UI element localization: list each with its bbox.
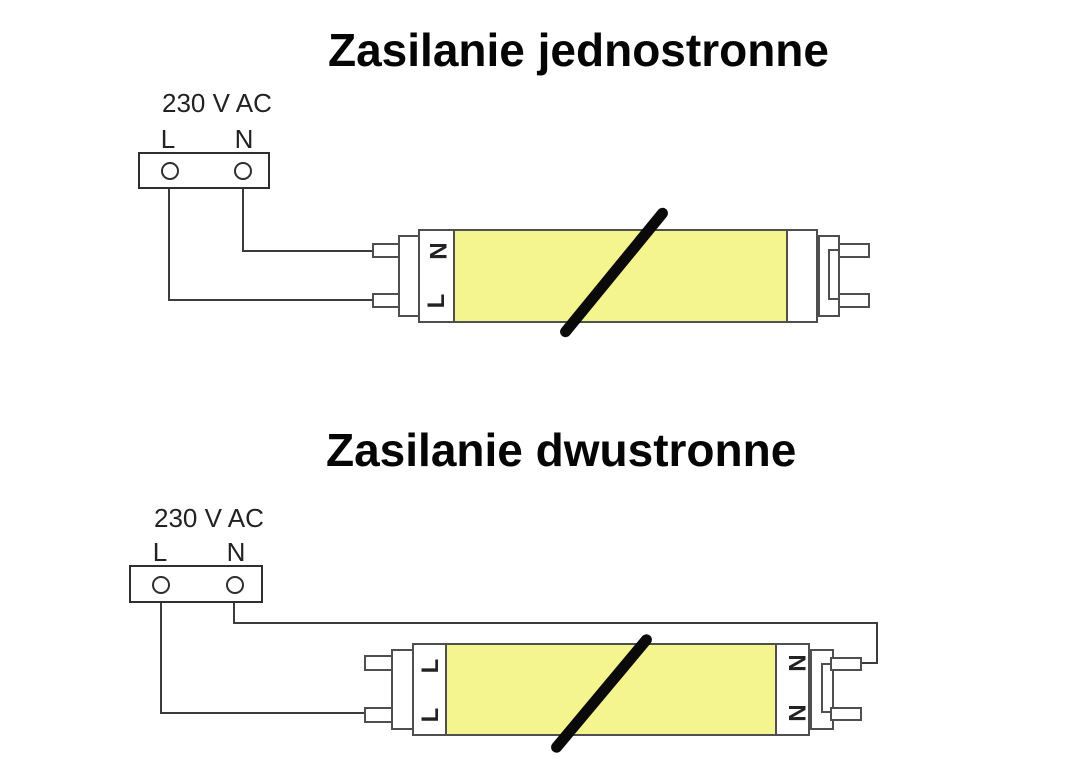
- diagram2-voltage-label: 230 V AC: [154, 503, 264, 533]
- diagram1-tube-right-pin-bottom: [838, 293, 870, 308]
- diagram2-left-cap-label-bottom: L: [417, 707, 444, 723]
- diagram1-terminal-n-contact: [234, 162, 252, 180]
- diagram1-tube-glass: [453, 231, 788, 321]
- diagram1-tube-left-pin-bottom: [372, 293, 400, 308]
- diagram1-wire-n-horizontal: [242, 250, 374, 252]
- diagram1-terminal-l-label: L: [160, 124, 176, 154]
- diagram1-cap-label-n: N: [424, 242, 451, 260]
- diagram2-wire-n-horizontal-top: [233, 622, 878, 624]
- diagram1-tube-right-bracket: [828, 249, 840, 300]
- diagram1-wire-n-vertical: [242, 180, 244, 252]
- diagram2-title: Zasilanie dwustronne: [326, 424, 797, 476]
- diagram1-tube-right-pin-top: [838, 243, 870, 258]
- diagram1-wire-l-horizontal: [168, 299, 374, 301]
- diagram1-terminal-l-contact: [161, 162, 179, 180]
- diagram2-terminal-l-contact: [152, 576, 170, 594]
- diagram2-tube-left-base: [391, 649, 414, 730]
- diagram2-wire-l-horizontal: [160, 712, 366, 714]
- diagram1-title: Zasilanie jednostronne: [328, 24, 829, 76]
- diagram2-tube-left-pin-bottom: [364, 707, 393, 723]
- diagram1-wire-l-vertical: [168, 180, 170, 301]
- diagram1-tube-left-base: [398, 235, 420, 317]
- diagram2-left-cap-label-top: L: [417, 658, 444, 674]
- diagram1-tube-left-pin-top: [372, 243, 400, 258]
- diagram1-voltage-label: 230 V AC: [162, 88, 272, 118]
- diagram2-right-cap-label-bottom: N: [783, 704, 810, 722]
- diagram2-terminal-l-label: L: [152, 537, 168, 567]
- diagram2-tube-right-pin-bottom: [830, 707, 862, 721]
- diagram2-tube-left-pin-top: [364, 655, 393, 671]
- diagram2-tube-right-bracket: [821, 663, 832, 713]
- diagram2-right-cap-label-top: N: [783, 654, 810, 672]
- diagram2-terminal-n-label: N: [226, 537, 246, 567]
- diagram2-tube-right-pin-top: [830, 657, 862, 671]
- diagram2-wire-n-vertical: [233, 594, 235, 624]
- diagram2-wire-n-vertical-right: [876, 622, 878, 664]
- diagram2-wire-l-vertical: [160, 594, 162, 714]
- diagram2-terminal-n-contact: [226, 576, 244, 594]
- diagram1-cap-label-l: L: [423, 293, 450, 309]
- diagram2-wire-n-to-pin: [861, 662, 878, 664]
- diagram1-terminal-n-label: N: [234, 124, 254, 154]
